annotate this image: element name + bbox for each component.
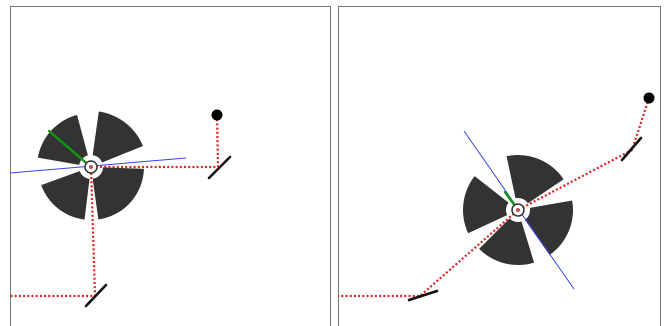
hub-center-dot <box>516 208 520 212</box>
light-source[interactable] <box>643 92 655 104</box>
axis-line <box>9 157 187 174</box>
fan-blade[interactable] <box>92 111 143 163</box>
fan-blade[interactable] <box>506 155 564 204</box>
rotation-pointer[interactable] <box>47 129 93 169</box>
fan-blade[interactable] <box>524 200 573 256</box>
laser-beam-path <box>10 114 220 298</box>
left-panel <box>9 109 232 308</box>
right-panel <box>338 92 655 302</box>
mirror-handle[interactable] <box>620 136 643 162</box>
right-panel-frame <box>338 6 661 326</box>
fan-blade[interactable] <box>479 218 535 265</box>
left-panel-frame <box>10 6 331 326</box>
mirror-handle[interactable] <box>207 155 232 180</box>
mirror-handle[interactable] <box>407 289 439 302</box>
fan-blade[interactable] <box>463 176 509 234</box>
fan-blade[interactable] <box>41 171 90 220</box>
mirror-handle[interactable] <box>84 283 108 308</box>
laser-beam-path <box>338 97 651 298</box>
fan-blade[interactable] <box>92 167 144 220</box>
hub-center-dot <box>89 165 93 169</box>
light-source[interactable] <box>211 109 223 121</box>
